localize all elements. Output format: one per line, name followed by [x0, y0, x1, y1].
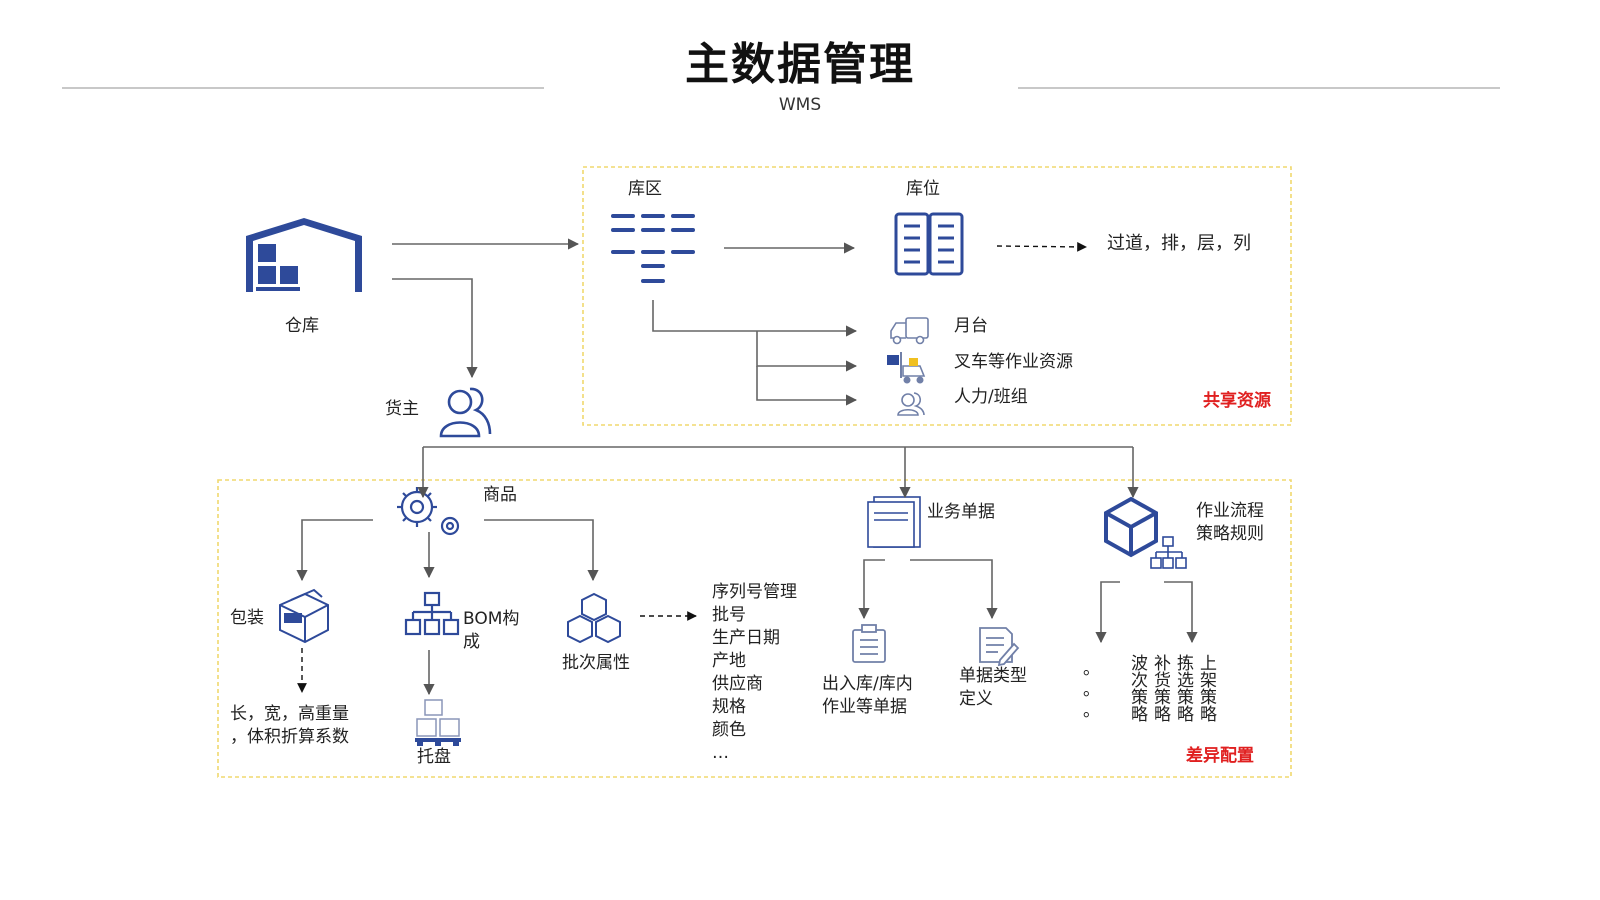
label-manpower: 人力/班组	[954, 387, 1028, 407]
label-bom-1: BOM构	[463, 609, 520, 629]
list-item: 规格	[712, 697, 746, 717]
strategy-item: 上架策略	[1196, 654, 1216, 722]
document-edit-icon	[979, 627, 1020, 667]
label-packaging: 包装	[230, 608, 264, 628]
label-batch-attr: 批次属性	[562, 653, 630, 673]
label-location: 库位	[906, 179, 940, 199]
connector-lines	[296, 238, 1198, 696]
list-item: 颜色	[712, 720, 746, 740]
people-icon-small	[897, 392, 925, 416]
truck-icon	[890, 317, 929, 345]
label-bom-2: 成	[463, 632, 480, 652]
location-rack-icon	[894, 212, 964, 276]
list-item: 序列号管理	[712, 582, 797, 602]
workflow-cube-icon	[1104, 496, 1187, 569]
gears-icon	[397, 487, 460, 536]
dot: 。	[1083, 701, 1100, 721]
label-packaging-detail-1: 长，宽，高重量	[230, 704, 349, 724]
dot: 。	[1083, 659, 1100, 679]
list-item: …	[712, 743, 729, 763]
label-doc-type-2: 定义	[959, 689, 993, 709]
tag-shared-resources: 共享资源	[1203, 391, 1271, 411]
label-goods: 商品	[483, 485, 517, 505]
header-rule-right	[1018, 87, 1500, 89]
warehouse-icon	[246, 218, 362, 292]
strategy-item: 波次策略	[1127, 654, 1147, 722]
label-location-detail: 过道，排，层，列	[1107, 233, 1251, 254]
label-pallet: 托盘	[417, 747, 451, 767]
forklift-icon	[887, 352, 926, 384]
header-rule-left	[62, 87, 544, 89]
label-workflow-1: 作业流程	[1196, 501, 1264, 521]
batch-cubes-icon	[567, 592, 621, 644]
list-item: 供应商	[712, 674, 763, 694]
label-doc-type-1: 单据类型	[959, 666, 1027, 686]
clipboard-icon	[852, 624, 886, 663]
bom-hierarchy-icon	[404, 591, 460, 636]
shared-resources-box	[582, 166, 1292, 426]
batch-attribute-list: 序列号管理 批号 生产日期 产地 供应商 规格 颜色 …	[712, 581, 797, 765]
dot: 。	[1083, 680, 1100, 700]
page-subtitle: WMS	[778, 95, 822, 115]
zone-icon	[611, 214, 695, 283]
label-owner: 货主	[385, 399, 419, 419]
list-item: 生产日期	[712, 628, 780, 648]
label-dock: 月台	[954, 316, 988, 336]
strategy-columns: 波次策略 补货策略 拣选策略 上架策略	[1127, 654, 1216, 722]
page-title: 主数据管理	[685, 39, 915, 90]
label-forklift: 叉车等作业资源	[954, 352, 1073, 372]
label-documents: 业务单据	[927, 502, 995, 522]
strategy-item: 拣选策略	[1173, 654, 1193, 722]
label-workflow-2: 策略规则	[1196, 524, 1264, 544]
strategy-dots: 。 。 。	[1083, 659, 1100, 722]
label-packaging-detail-2: ，体积折算系数	[230, 727, 349, 747]
package-box-icon	[279, 588, 329, 644]
list-item: 产地	[712, 651, 746, 671]
dashed-connectors	[297, 242, 1087, 693]
strategy-item: 补货策略	[1150, 654, 1170, 722]
label-zone: 库区	[628, 179, 662, 199]
label-doc-inout-1: 出入库/库内	[822, 674, 913, 694]
list-item: 批号	[712, 605, 746, 625]
label-warehouse: 仓库	[285, 316, 319, 336]
tag-differences: 差异配置	[1186, 746, 1254, 766]
owner-people-icon	[439, 387, 492, 438]
pallet-icon	[415, 699, 461, 746]
label-doc-inout-2: 作业等单据	[822, 697, 907, 717]
differences-box	[217, 479, 1292, 778]
documents-icon	[867, 496, 921, 548]
